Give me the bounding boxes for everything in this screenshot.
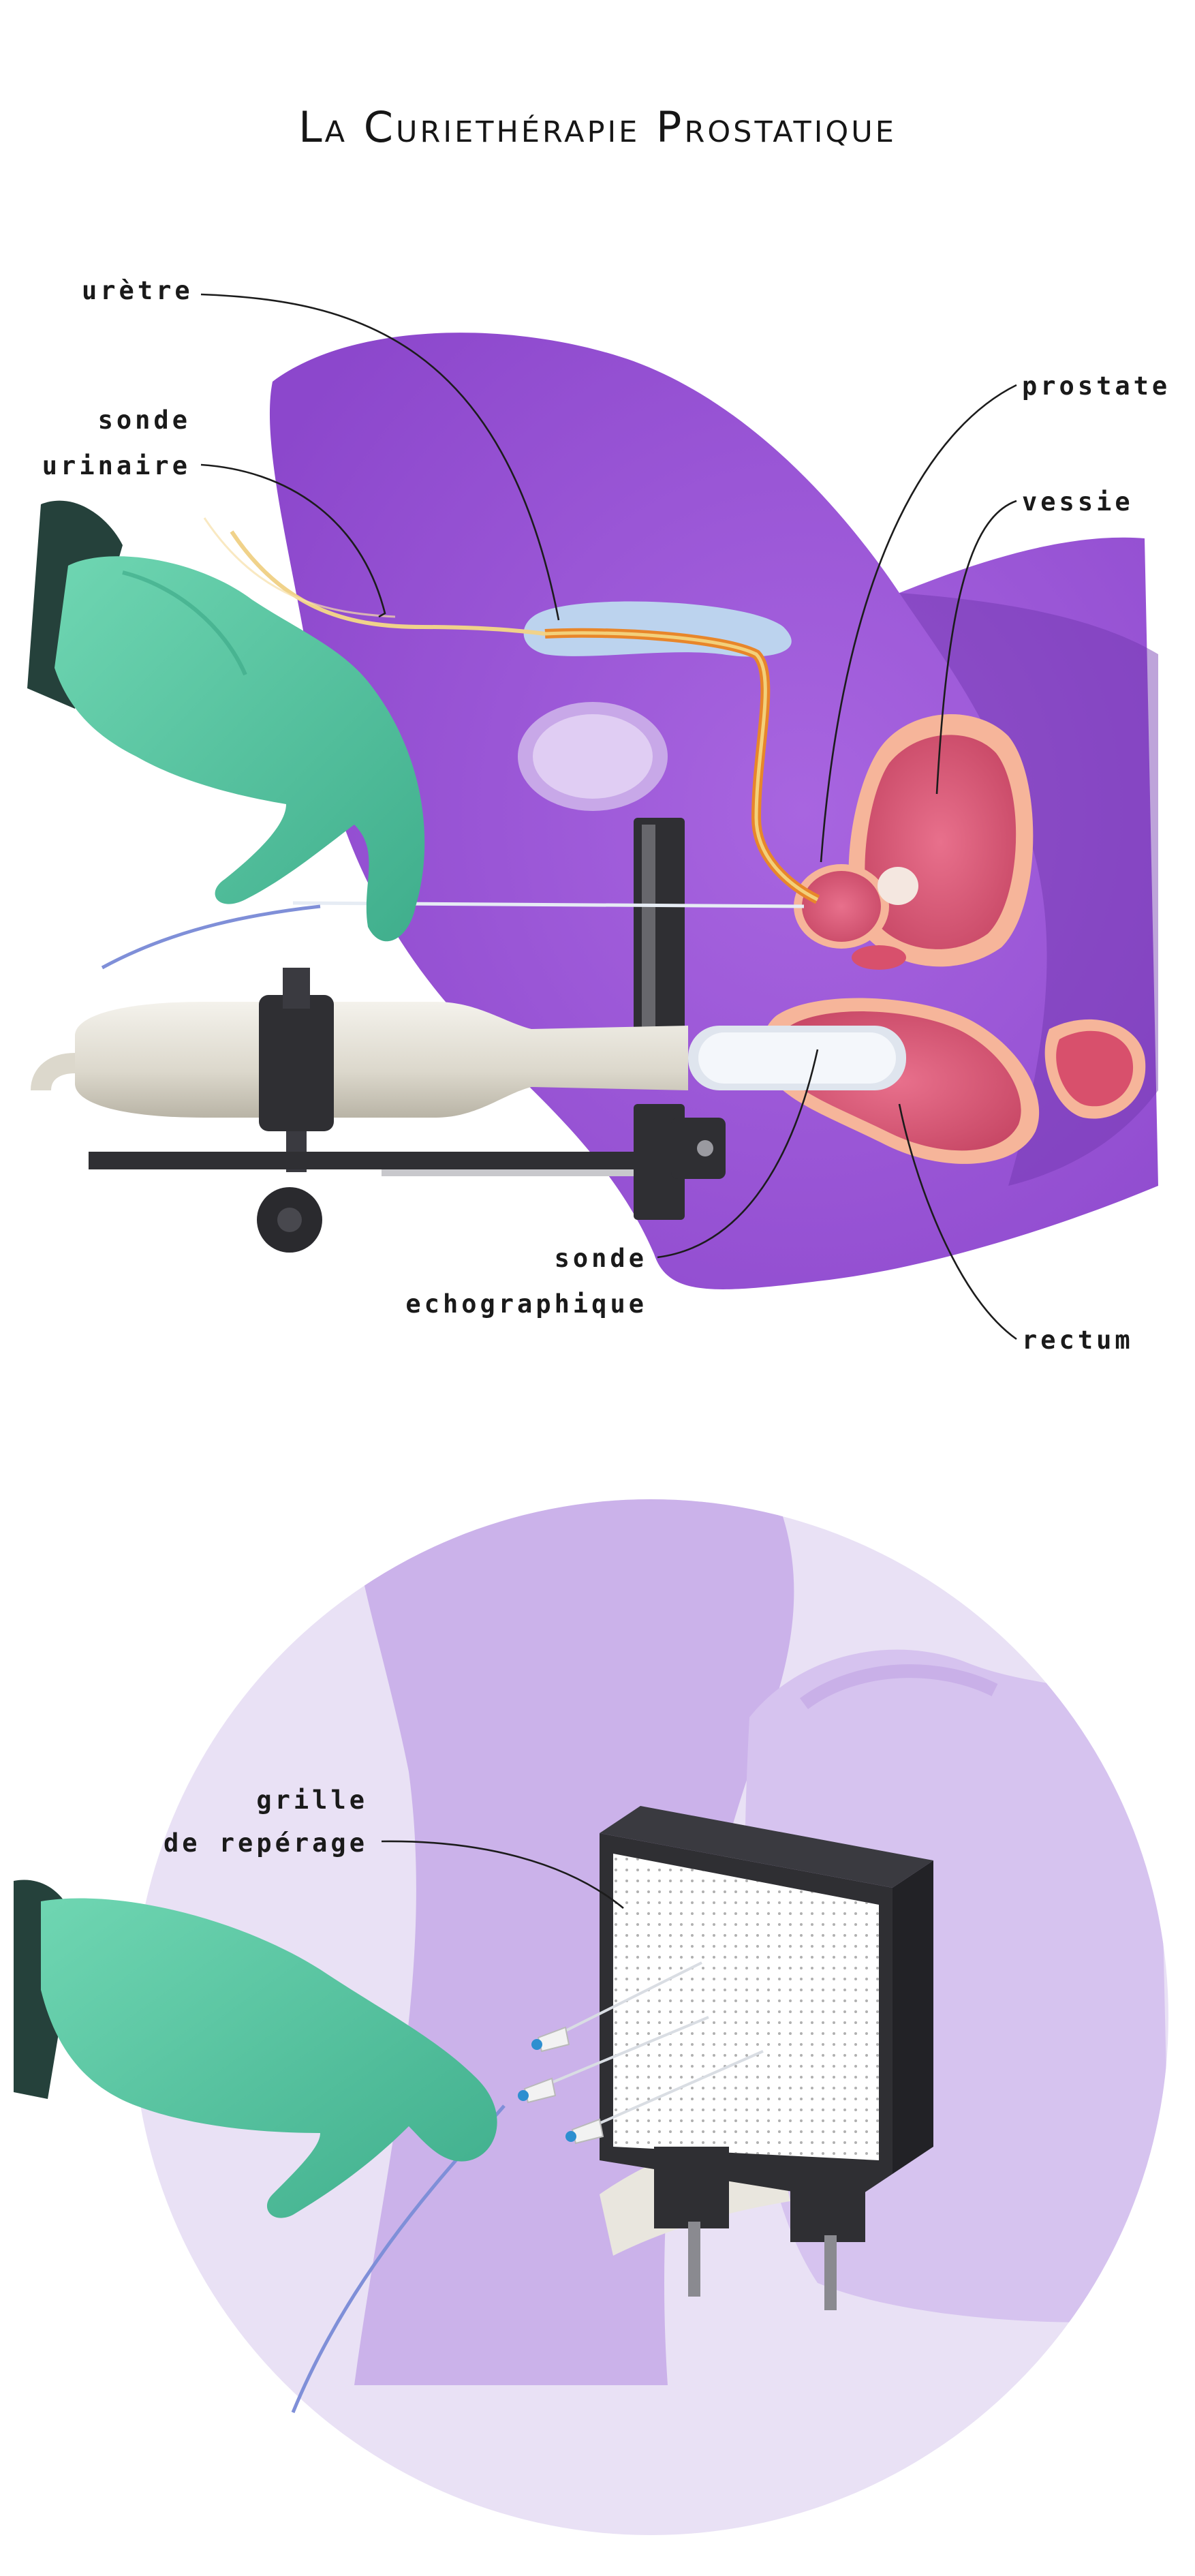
leader-lines <box>200 293 1017 1340</box>
label-uretre: urètre <box>82 276 193 305</box>
ultrasound-probe-icon <box>31 1002 906 1118</box>
label-sonde-echo-2: echographique <box>405 1289 647 1319</box>
label-sonde-echo-1: sonde <box>554 1244 647 1273</box>
surgeon-glove-top <box>27 500 425 942</box>
label-grille-1: grille <box>256 1785 368 1815</box>
anatomy-illustration <box>27 293 1158 1340</box>
probe-clamp <box>257 968 334 1253</box>
label-sonde-urinaire-2: urinaire <box>42 451 191 480</box>
label-grille-2: de repérage <box>163 1828 368 1858</box>
grid-illustration <box>14 1499 1168 2535</box>
stepper-rail <box>89 1152 688 1169</box>
template-grid-side <box>634 818 685 1049</box>
surgeon-glove-bottom <box>14 1880 497 2218</box>
needle-hubs <box>523 2026 604 2145</box>
balloon <box>878 867 918 905</box>
label-prostate: prostate <box>1022 371 1171 401</box>
needles <box>544 1961 764 2128</box>
label-sonde-urinaire-1: sonde <box>97 405 191 435</box>
page-title: La Curiethérapie Prostatique <box>298 102 897 152</box>
label-vessie: vessie <box>1022 487 1134 517</box>
leader-line-grille <box>381 1840 624 1910</box>
urinary-catheter <box>230 530 546 636</box>
perforated-grid-icon <box>600 1806 933 2310</box>
label-rectum: rectum <box>1022 1325 1134 1355</box>
